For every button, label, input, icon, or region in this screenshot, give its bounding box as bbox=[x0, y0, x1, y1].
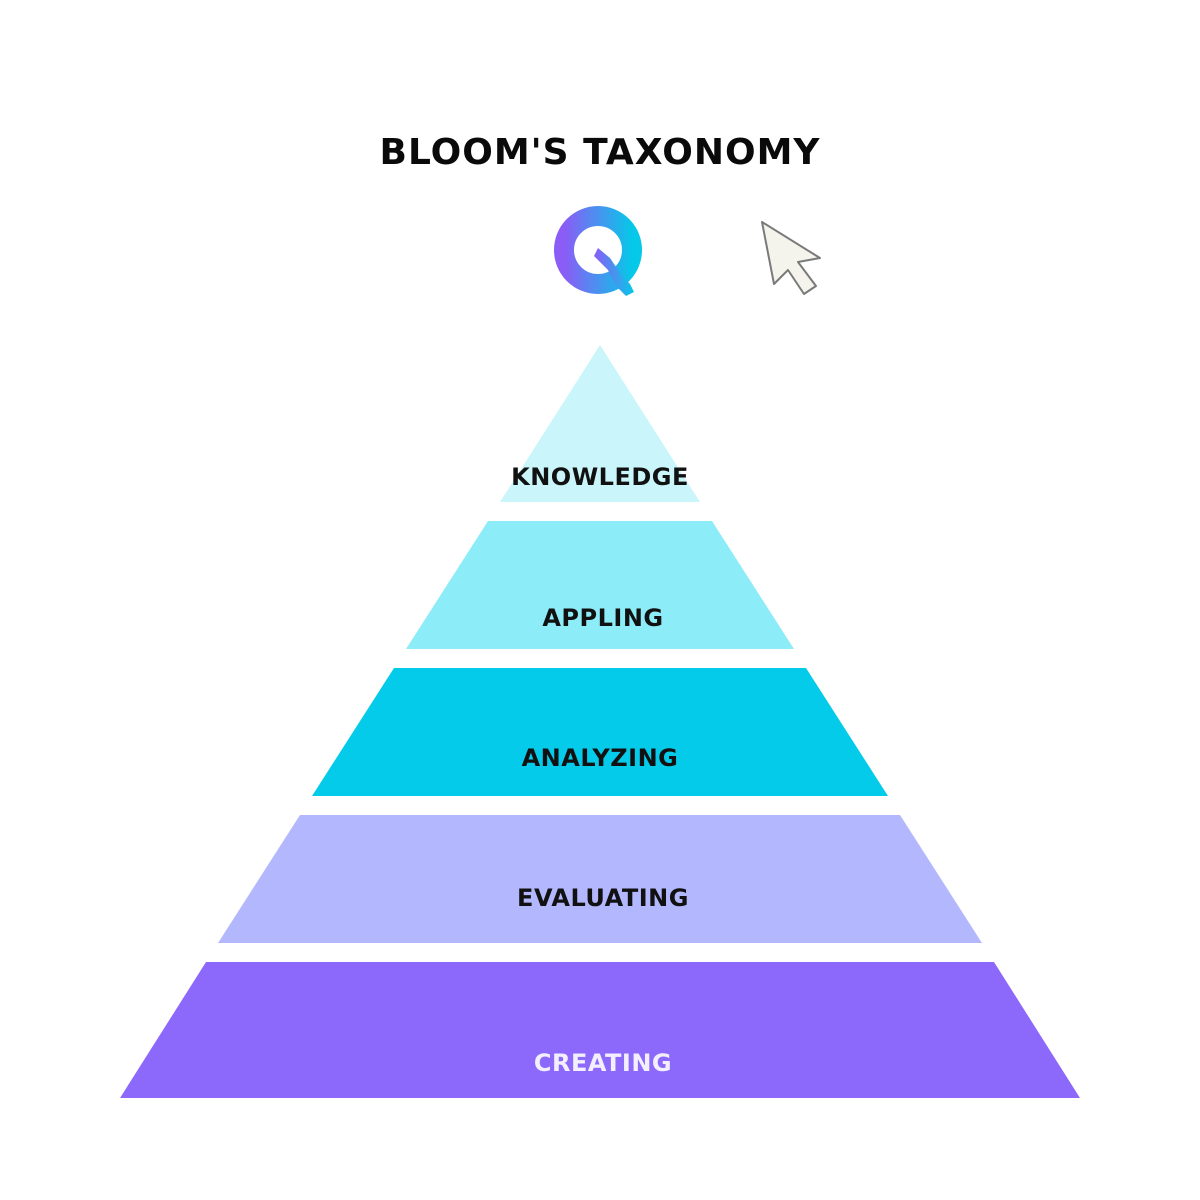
tier-analyzing bbox=[312, 668, 888, 796]
tier-label-evaluating: EVALUATING bbox=[517, 884, 689, 912]
page-title: BLOOM'S TAXONOMY bbox=[379, 132, 821, 173]
mouse-pointer-icon bbox=[761, 221, 821, 295]
tier-label-analyzing: ANALYZING bbox=[522, 744, 679, 772]
q-logo-icon bbox=[554, 206, 642, 296]
tier-evaluating bbox=[218, 815, 982, 943]
tier-label-applying: APPLING bbox=[542, 604, 663, 632]
tier-label-creating: CREATING bbox=[534, 1049, 672, 1077]
tier-creating bbox=[120, 962, 1080, 1098]
tier-label-knowledge: KNOWLEDGE bbox=[511, 463, 689, 491]
tier-applying bbox=[406, 521, 794, 649]
tier-knowledge bbox=[500, 345, 700, 502]
